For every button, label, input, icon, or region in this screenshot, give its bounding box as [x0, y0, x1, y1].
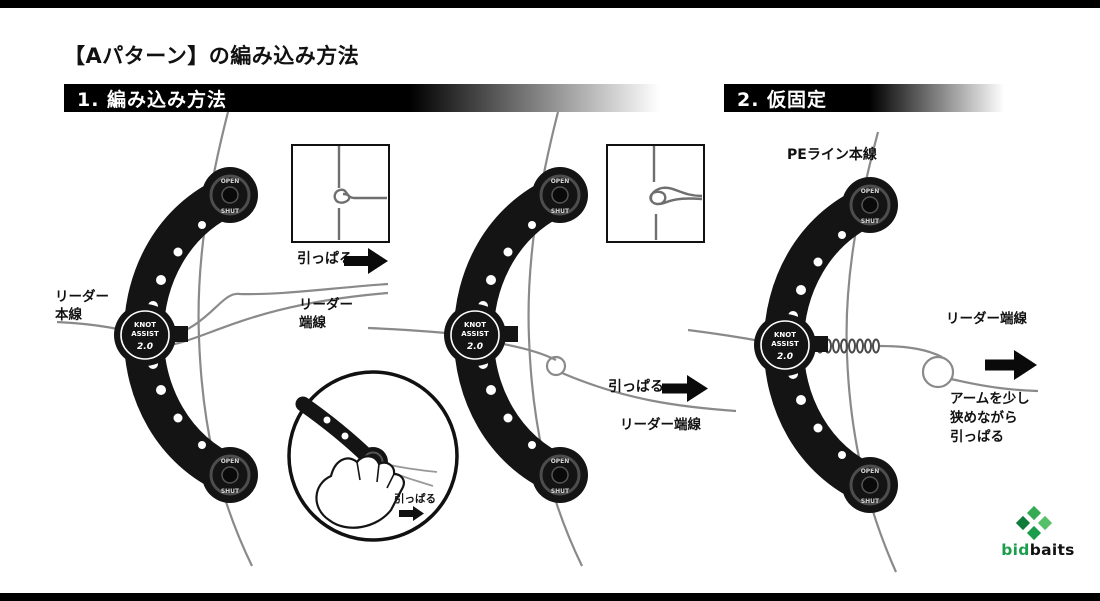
- bidbaits-logo: bidbaits: [995, 505, 1081, 558]
- half-hitch-loop-2: [545, 355, 567, 377]
- pull-label-2: 引っぱる: [608, 379, 664, 395]
- logo-text: bidbaits: [995, 542, 1081, 558]
- knot-closeup-box-2: [606, 144, 705, 243]
- hand-closeup-drawing: 引っぱる: [287, 370, 459, 542]
- leader-end-label-1: リーダー 端線: [299, 297, 353, 331]
- step1-header-bar: 1. 編み込み方法: [64, 84, 660, 112]
- step2-title: 2. 仮固定: [737, 88, 828, 111]
- knot-assist-tool-3: [754, 177, 898, 513]
- logo-mark-icon: [995, 505, 1081, 542]
- pull-arrow-2: [662, 375, 708, 402]
- leader-end-line-1a: [159, 282, 389, 342]
- logo-text-baits: baits: [1029, 541, 1075, 559]
- knot-closeup-box-1: [291, 144, 390, 243]
- step1-tool-b-group: [367, 111, 737, 567]
- leader-tail-2: [561, 371, 737, 413]
- step2-tool-group: [687, 131, 1039, 573]
- hand-illustration: [315, 455, 405, 529]
- step2-header-bar: 2. 仮固定: [724, 84, 1004, 112]
- pull-label-1: 引っぱる: [297, 251, 353, 267]
- right-arrow-icon: [985, 350, 1037, 380]
- leader-main-label: リーダー 本線: [55, 289, 109, 323]
- pe-main-label: PEライン本線: [787, 147, 877, 163]
- knot-assist-tool-1: [114, 167, 258, 503]
- leader-end-line-1b: [159, 291, 389, 349]
- leader-end-label-3: リーダー端線: [946, 311, 1027, 327]
- right-arrow-icon: [662, 375, 708, 402]
- leader-end-label-2: リーダー端線: [620, 417, 701, 433]
- logo-text-bid: bid: [1001, 541, 1030, 559]
- leader-tail-3: [950, 377, 1039, 393]
- arm-note-label: アームを少し 狭めながら 引っぱる: [950, 391, 1030, 445]
- inset-pull-arrow-icon: [399, 506, 424, 521]
- leader-after-braid-3: [879, 344, 943, 358]
- pull-arrow-1: [344, 248, 388, 274]
- inset-pull-label: 引っぱる: [394, 492, 436, 505]
- knot-assist-tool-2: [444, 167, 588, 503]
- page-title: 【Aパターン】の編み込み方法: [64, 44, 360, 68]
- top-border-bar: [0, 0, 1100, 8]
- right-arrow-icon: [344, 248, 388, 274]
- bottom-border-bar: [0, 593, 1100, 601]
- half-hitch-loop-3: [921, 355, 955, 389]
- knot-closeup-drawing-1: [333, 146, 387, 240]
- pull-arrow-3: [985, 350, 1037, 380]
- step1-tool-a-group: [56, 111, 389, 567]
- hand-closeup-inset: 引っぱる: [285, 368, 461, 544]
- step1-title: 1. 編み込み方法: [77, 88, 228, 111]
- finger-lines: [356, 461, 395, 489]
- knot-closeup-drawing-2: [649, 146, 703, 240]
